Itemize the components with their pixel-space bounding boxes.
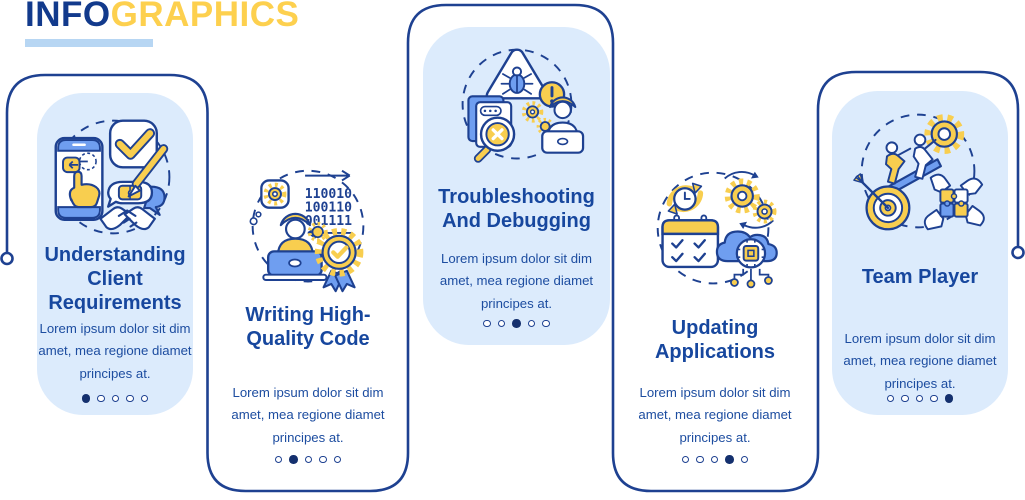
progress-dot-active[interactable] — [289, 455, 298, 464]
calendar-checks-icon — [661, 214, 720, 269]
client-requirements-illustration — [42, 109, 188, 250]
dashed-circle-icon — [860, 113, 976, 229]
team-player-illustration — [847, 103, 993, 244]
high-quality-code-illustration: 110010 100110 001111 — [235, 162, 381, 303]
svg-text:001111: 001111 — [305, 214, 352, 229]
target-arrow-icon — [853, 173, 911, 231]
progress-dot[interactable] — [140, 394, 149, 402]
hands-puzzle-icon — [923, 173, 985, 231]
card-body-text: Lorem ipsum dolor sit dim amet, mea regi… — [638, 385, 792, 445]
progress-dot[interactable] — [915, 394, 924, 402]
end-node-circle — [1011, 245, 1025, 260]
card-body-text: Lorem ipsum dolor sit dim amet, mea regi… — [38, 321, 192, 381]
brand-info-text: INFO — [25, 0, 111, 34]
pagination-dots — [832, 394, 1008, 403]
progress-dot-active[interactable] — [725, 455, 734, 464]
dashed-circle-icon — [55, 119, 171, 235]
brand-graphics-text: GRAPHICS — [110, 0, 300, 34]
progress-dot-active[interactable] — [81, 394, 91, 403]
dashed-circle-icon — [656, 171, 770, 285]
progress-dot[interactable] — [111, 394, 120, 402]
quality-seal-ribbon-icon — [314, 228, 364, 293]
checkbox-check-icon — [108, 119, 158, 169]
progress-dot[interactable] — [319, 455, 327, 463]
progress-dot[interactable] — [696, 455, 704, 463]
brand-underline-bar — [25, 39, 153, 47]
gears-icon — [521, 101, 554, 136]
svg-text:100110: 100110 — [305, 201, 352, 216]
dashed-circle-icon — [251, 169, 365, 283]
binary-code-icon: 110010 100110 001111 — [305, 169, 353, 239]
troubleshooting-debugging-illustration — [444, 40, 590, 181]
progress-dot[interactable] — [304, 455, 313, 463]
document-error-magnifier-icon — [466, 95, 515, 163]
progress-dot[interactable] — [274, 455, 283, 463]
card-title: Writing High-Quality Code — [245, 304, 371, 350]
refresh-clock-icon — [666, 182, 704, 215]
progress-dot[interactable] — [527, 319, 536, 327]
pagination-dots — [615, 455, 815, 464]
svg-text:110010: 110010 — [305, 187, 352, 202]
start-node-circle — [0, 251, 14, 266]
card-title: Team Player — [861, 266, 979, 288]
progress-dot[interactable] — [930, 394, 938, 402]
pen-icon — [127, 144, 169, 198]
pagination-dots — [210, 455, 406, 464]
card-title: Understanding Client Requirements — [44, 244, 186, 314]
sync-gears-icon — [724, 171, 777, 230]
progress-dot[interactable] — [497, 319, 506, 327]
card-title: Troubleshooting And Debugging — [438, 186, 595, 232]
progress-dot-active[interactable] — [944, 394, 954, 403]
progress-dot[interactable] — [126, 394, 134, 402]
card-body-text: Lorem ipsum dolor sit dim amet, mea regi… — [231, 385, 385, 445]
card-writing-high-quality-code: 110010 100110 001111 — [210, 140, 406, 490]
card-understanding-client-requirements: Understanding Client Requirements Lorem … — [37, 93, 193, 415]
gear-icon — [249, 179, 290, 226]
progress-dot[interactable] — [740, 455, 749, 463]
developer-laptop-icon — [262, 212, 328, 282]
developer-laptop-icon — [540, 96, 584, 154]
card-team-player: Team Player Lorem ipsum dolor sit dim am… — [832, 91, 1008, 415]
progress-dot[interactable] — [886, 394, 895, 402]
progress-dot[interactable] — [97, 394, 105, 402]
bug-warning-triangle-icon — [485, 48, 548, 100]
card-troubleshooting-and-debugging: Troubleshooting And Debugging Lorem ipsu… — [423, 27, 610, 345]
handshake-icon — [99, 206, 156, 231]
page-title: INFOGRAPHICS — [25, 0, 299, 36]
progress-dot[interactable] — [901, 394, 909, 402]
progress-dot[interactable] — [483, 319, 491, 327]
updating-applications-illustration — [642, 162, 788, 303]
card-body-text: Lorem ipsum dolor sit dim amet, mea regi… — [439, 251, 594, 311]
progress-dot[interactable] — [542, 319, 550, 327]
progress-dot[interactable] — [710, 455, 719, 463]
cloud-chip-circuit-icon — [715, 230, 778, 289]
card-updating-applications: Updating Applications Lorem ipsum dolor … — [615, 140, 815, 490]
pagination-dots — [423, 319, 610, 328]
progress-dot[interactable] — [333, 455, 342, 463]
pagination-dots — [37, 394, 193, 403]
card-body-text: Lorem ipsum dolor sit dim amet, mea regi… — [843, 331, 997, 391]
progress-dot-active[interactable] — [512, 319, 521, 328]
progress-dot[interactable] — [681, 455, 690, 463]
smartphone-tap-icon — [54, 136, 104, 221]
card-title: Updating Applications — [654, 317, 775, 363]
